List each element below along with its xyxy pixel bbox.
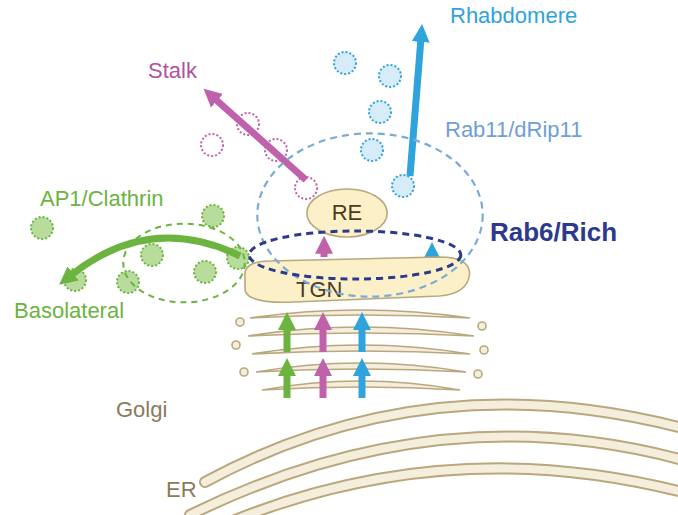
destination-label-wrap: Stalk [148, 58, 197, 83]
vesicles [31, 52, 414, 293]
er-membrane [190, 404, 678, 515]
destination-label-wrap: Basolateral [14, 298, 124, 323]
organelle-label-wrap: Golgi [116, 397, 167, 422]
transport-arrows [70, 38, 432, 398]
node-label: RE [332, 200, 363, 225]
ap1-region: AP1/Clathrin [122, 222, 246, 304]
node-label: AP1/Clathrin [40, 186, 164, 211]
rab6-region: Rab6/Rich [247, 230, 463, 280]
rab11-region: Rab11/dRip11 [255, 130, 485, 300]
organelle-label-wrap: ER [166, 477, 197, 502]
rab11-region-outline [255, 130, 485, 300]
destination-label: Rhabdomere [450, 3, 577, 28]
node-label: Rab6/Rich [490, 218, 617, 248]
transport-connector [321, 250, 328, 257]
rab6-region-outline [247, 230, 463, 280]
organelle-label: ER [166, 477, 197, 502]
organelle-label: Golgi [116, 397, 167, 422]
destination-label: Stalk [148, 58, 197, 83]
destination-label-wrap: Rhabdomere [450, 3, 577, 28]
node-label: Rab11/dRip11 [445, 117, 582, 142]
ap1-region-outline [122, 222, 246, 304]
destination-label: Basolateral [14, 298, 124, 323]
